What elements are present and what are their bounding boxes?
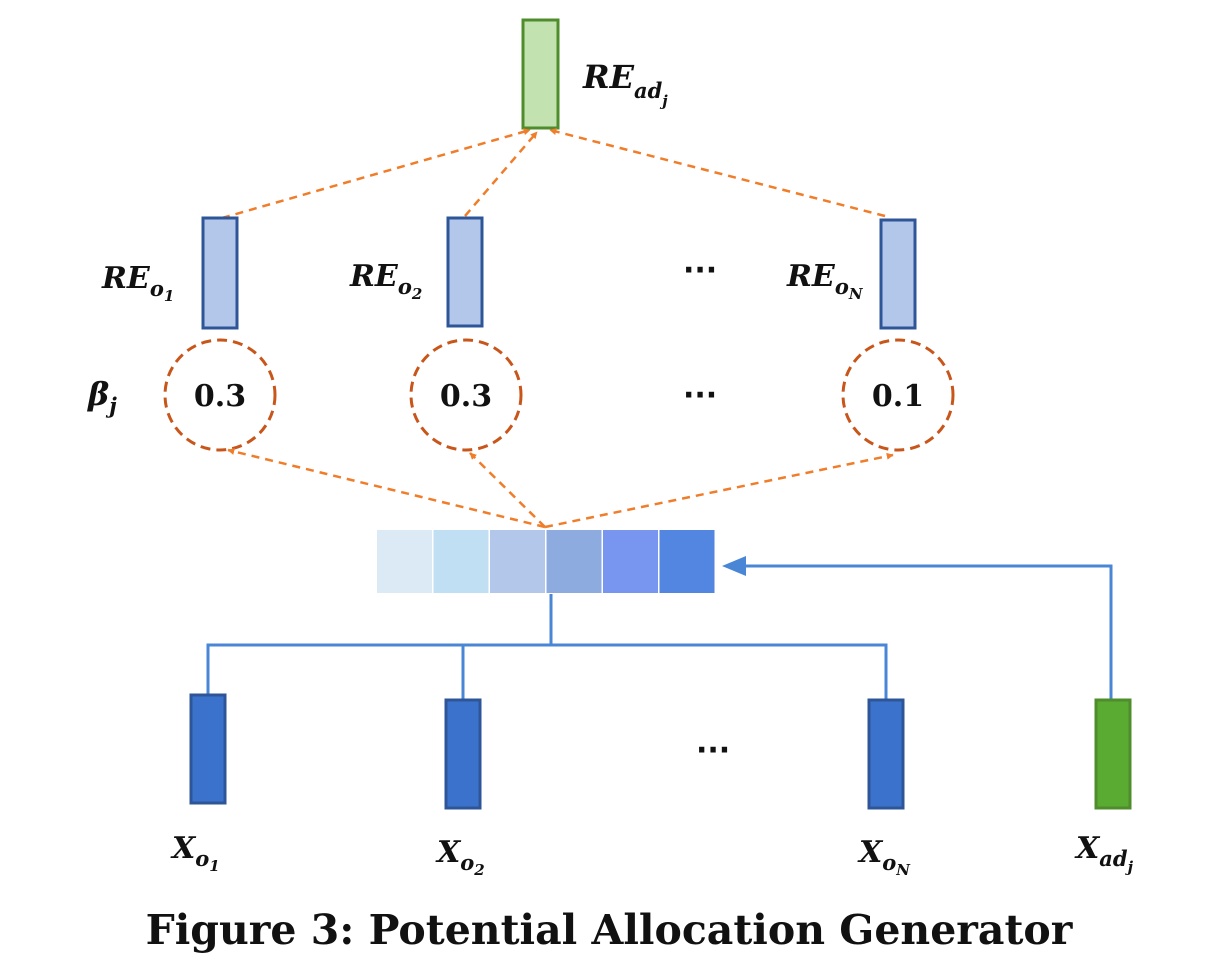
output-embedding-bar [521, 18, 560, 130]
attention-cell-1 [377, 530, 432, 593]
output-arrows [221, 128, 886, 220]
connector-bus [206, 643, 888, 700]
weight-arrows [227, 448, 894, 529]
weight-value-2: 0.3 [440, 379, 492, 414]
attention-cell-5 [603, 530, 658, 593]
input-label-n: XoN [857, 835, 911, 879]
attention-cell-2 [433, 530, 489, 593]
input-row-ellipsis: ··· [696, 733, 730, 768]
input-connectors [206, 564, 1113, 700]
potential-allocation-diagram: REadj REo1 REo2 REoN ··· βj 0.3 0.3 0.1 … [87, 18, 1134, 879]
weight-row-ellipsis: ··· [683, 378, 717, 413]
figure-caption: Figure 3: Potential Allocation Generator [145, 906, 1073, 954]
input-label-2: Xo2 [435, 835, 485, 879]
connector-ad-input [744, 564, 1113, 700]
attention-vector [377, 530, 715, 593]
output-embedding-label: REadj [582, 58, 668, 110]
weight-value-n: 0.1 [872, 379, 924, 414]
arrow-reN-to-output [549, 128, 886, 218]
re-row-ellipsis: ··· [683, 253, 717, 288]
re-bar-2 [446, 216, 484, 328]
weight-circle-n [841, 338, 955, 452]
arrow-vector-to-weight-1 [227, 448, 546, 529]
ad-input-arrowhead [722, 556, 746, 576]
attention-cell-6 [659, 530, 715, 593]
attention-cell-4 [546, 530, 602, 593]
arrow-re2-to-output [464, 131, 538, 217]
weight-circle-1 [163, 338, 277, 452]
beta-label: βj [87, 375, 117, 418]
input-bar-2 [444, 698, 482, 810]
re-label-n: REoN [786, 259, 864, 303]
arrow-re1-to-output [221, 128, 531, 220]
re-label-1: REo1 [101, 261, 174, 305]
re-label-2: REo2 [349, 259, 422, 303]
re-bar-1 [201, 216, 239, 330]
ad-input-label: Xadj [1074, 831, 1134, 876]
input-bar-1 [189, 693, 227, 805]
weight-value-1: 0.3 [194, 379, 246, 414]
attention-cell-3 [490, 530, 545, 593]
arrow-vector-to-weight-n [544, 452, 894, 529]
re-bar-n [879, 218, 917, 330]
input-label-1: Xo1 [170, 831, 220, 875]
input-bar-n [867, 698, 905, 810]
arrow-vector-to-weight-2 [469, 452, 546, 528]
ad-input-bar [1094, 698, 1132, 810]
weight-circle-2 [409, 338, 523, 452]
